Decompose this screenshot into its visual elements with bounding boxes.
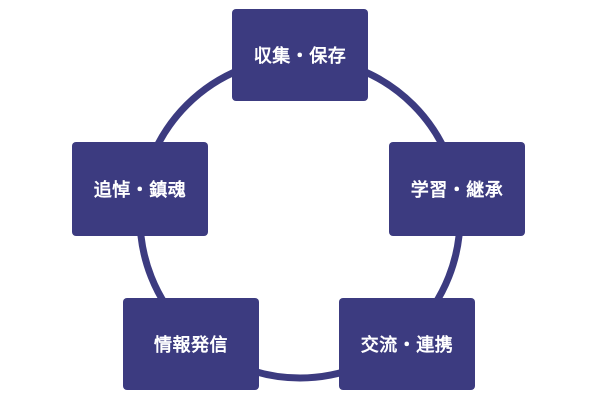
cycle-node-memorial-requiem: 追悼・鎮魂 [72, 142, 208, 236]
cycle-node-collect-preserve: 収集・保存 [232, 9, 368, 101]
cycle-node-exchange-cooperate: 交流・連携 [339, 298, 475, 390]
cycle-node-label: 情報発信 [154, 335, 228, 356]
cycle-node-label: 追悼・鎮魂 [93, 180, 187, 201]
cycle-node-label: 収集・保存 [253, 46, 347, 67]
cycle-node-label: 交流・連携 [360, 335, 454, 356]
cycle-node-learn-inherit: 学習・継承 [389, 142, 525, 236]
cycle-node-information-dissemination: 情報発信 [123, 298, 259, 390]
cycle-node-label: 学習・継承 [410, 180, 504, 201]
